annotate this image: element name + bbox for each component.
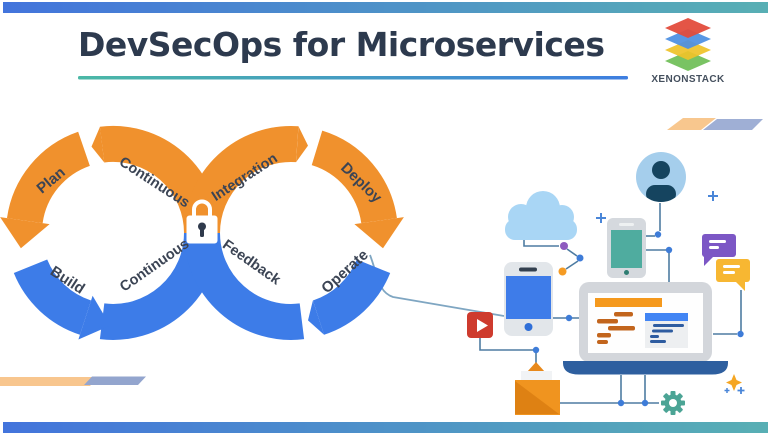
microservices-illustration <box>467 152 750 415</box>
deploy-arrowhead <box>354 217 404 249</box>
segment-plan-arc <box>6 131 91 224</box>
padlock-icon <box>186 199 218 244</box>
dot-purple <box>560 242 568 250</box>
logo-text: XENONSTACK <box>651 74 725 85</box>
plus-icon <box>596 213 606 223</box>
user-avatar-icon <box>636 152 686 202</box>
plan-arrowhead <box>0 217 50 249</box>
segment-integration-arc <box>184 126 299 234</box>
laptop-code-icon <box>563 282 728 375</box>
logo-diamond-green <box>665 51 711 71</box>
zigzag-connector <box>565 248 579 270</box>
top-accent-bar <box>3 2 768 13</box>
code-panel-header <box>645 313 688 321</box>
devsecops-infinity-loop: Plan Continuous Integration Deploy Build… <box>0 125 404 340</box>
smartphone-blue-icon <box>504 262 553 336</box>
play-connector <box>479 338 537 363</box>
strip-orange <box>0 377 98 386</box>
strip-orange <box>667 118 716 130</box>
bubble-connector <box>713 290 742 335</box>
plus-icon <box>708 191 718 201</box>
segment-operate-arc <box>312 258 391 335</box>
dot-orange <box>558 267 567 276</box>
logo-diamond-blue <box>665 29 711 49</box>
sparkle-icon <box>724 374 745 394</box>
teal-phone-connector <box>646 249 670 283</box>
connector-dots <box>532 231 744 407</box>
mail-icon <box>515 362 560 415</box>
code-lines-orange <box>597 312 635 344</box>
title-underline <box>78 76 628 80</box>
chat-bubble-purple-icon <box>702 234 736 266</box>
decor-strips-top-right <box>667 118 763 130</box>
page-title: DevSecOps for Microservices <box>78 25 604 64</box>
bottom-accent-bar <box>3 422 768 433</box>
build-chevron <box>78 295 111 340</box>
laptop-base <box>563 361 728 375</box>
dot-blue <box>576 254 584 262</box>
video-play-icon <box>467 312 493 338</box>
operate-chevron <box>308 300 325 335</box>
device-connectors <box>479 203 742 404</box>
plus-icons <box>596 191 718 223</box>
smartphone-teal-icon <box>607 218 646 278</box>
segment-deploy-arc <box>311 130 397 224</box>
strip-blue <box>703 119 763 130</box>
decor-strips-bottom-left <box>0 376 146 386</box>
chat-bubble-yellow-icon <box>716 259 750 291</box>
logo-diamond-red <box>665 18 711 38</box>
xenonstack-logo: XENONSTACK <box>651 18 725 85</box>
code-lines-blue <box>650 324 684 343</box>
strip-blue <box>84 376 146 385</box>
padlock-keyhole <box>198 222 206 231</box>
segment-feedback-arc <box>184 232 305 340</box>
segment-build-arc <box>13 258 92 335</box>
padlock-shackle <box>192 199 212 218</box>
continuous-top-chevron <box>91 126 105 163</box>
loop-to-devices-connector <box>369 254 505 317</box>
integration-chevron <box>296 126 308 163</box>
gear-icon <box>661 391 685 415</box>
mail-gear-connector <box>559 375 659 404</box>
code-header-bar <box>595 298 662 307</box>
logo-diamond-yellow <box>665 40 711 60</box>
cloud-icon <box>505 191 577 240</box>
